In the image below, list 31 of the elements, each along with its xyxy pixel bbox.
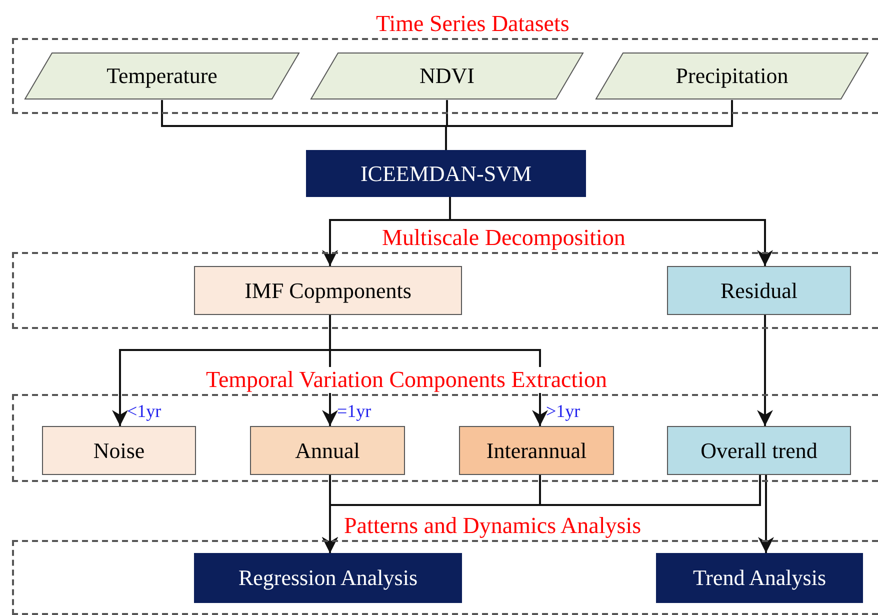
box-label: Residual: [720, 278, 798, 304]
arrow: [449, 197, 773, 266]
component-box: [667, 426, 851, 475]
data-input-parallelogram: [24, 52, 300, 100]
box-label: Trend Analysis: [692, 565, 826, 591]
component-box: [667, 266, 851, 315]
period-label: >1yr: [546, 401, 580, 422]
arrow: [757, 315, 773, 426]
box-label: Overall trend: [700, 438, 818, 464]
box-label: Annual: [295, 438, 360, 464]
box-label: Interannual: [486, 438, 587, 464]
arrow: [758, 475, 774, 553]
box-label: IMF Copmponents: [244, 278, 412, 304]
method-box: [306, 150, 586, 197]
arrow: [329, 315, 548, 426]
group-heading: Temporal Variation Components Extraction: [204, 367, 610, 393]
box-label: ICEEMDAN-SVM: [360, 160, 532, 186]
dataset-label: Precipitation: [676, 63, 788, 89]
box-label: Noise: [93, 438, 145, 464]
dataset-label: NDVI: [420, 63, 474, 89]
data-input-parallelogram: [595, 52, 869, 100]
period-label: =1yr: [337, 401, 372, 422]
method-box: [194, 553, 462, 603]
period-label: <1yr: [127, 401, 162, 422]
data-input-parallelogram: [310, 52, 584, 100]
arrow: [322, 475, 761, 553]
component-box: [194, 266, 462, 315]
connector-line: [445, 100, 733, 150]
dataset-label: Temperature: [106, 63, 218, 89]
method-box: [656, 553, 863, 603]
box-label: Regression Analysis: [238, 565, 418, 591]
